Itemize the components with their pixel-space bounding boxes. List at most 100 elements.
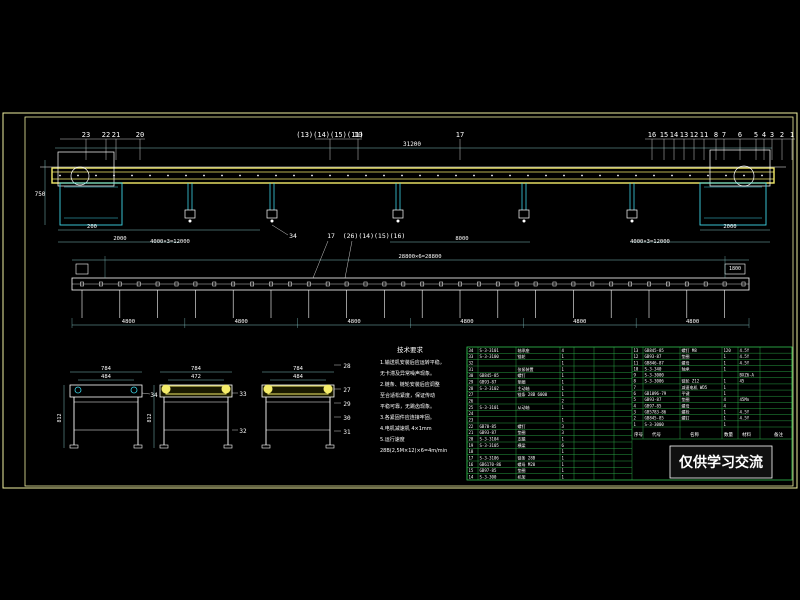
section-foot <box>261 444 271 449</box>
chain-pin <box>473 174 475 177</box>
leg-foot <box>392 209 404 219</box>
chain-pin <box>527 174 529 177</box>
bom-cell: 4 <box>562 348 565 353</box>
chain-pin <box>635 174 637 177</box>
section-inner: 484 <box>293 374 304 380</box>
left-sprocket <box>70 166 90 186</box>
leader-line <box>312 240 329 279</box>
bom-cell: 垫圈 <box>682 353 690 359</box>
callout-30: 30 <box>343 415 351 422</box>
right-end-stand <box>699 182 767 226</box>
bom-cell: 1 <box>724 379 727 384</box>
chain-link-pin <box>401 281 406 287</box>
bom-cell: 25 <box>469 405 474 410</box>
bom-cell: 螺钉 <box>518 423 526 429</box>
note-line: 28B(2,5M×12)×6=4m/min <box>380 448 447 454</box>
right-sprocket <box>733 165 755 187</box>
bom-cell: 链条 28B <box>518 455 536 461</box>
chain-pin <box>149 174 151 177</box>
bom-cell: 4 <box>724 397 727 402</box>
bom-cell: 16 <box>469 462 474 467</box>
bom-cell: 螺母 <box>682 402 690 408</box>
bom-cell: GB97-85 <box>480 468 497 473</box>
bom-cell: 减速电机 WD5 <box>682 384 708 390</box>
bom-cell: S-3-3101 <box>480 405 500 410</box>
bom-cell: 1 <box>724 416 727 421</box>
section-foot <box>133 444 143 449</box>
leader-label-17: 17 <box>456 131 464 139</box>
chain-pin <box>725 174 727 177</box>
bom-cell: 轴承座 <box>518 347 530 353</box>
bom-cell: 1 <box>562 367 565 372</box>
bom-cell: 垫圈 <box>682 396 690 402</box>
bom-cell: 1 <box>562 418 565 423</box>
bom-cell: 链条 28B 6000 <box>518 391 548 397</box>
leader-label-22: 22 <box>102 131 110 139</box>
chain-link-pin <box>420 281 425 287</box>
note-line: 1.输送机安装后应运转平稳， <box>380 359 445 366</box>
chain-pin <box>707 174 709 177</box>
bom-cell: 1 <box>562 475 565 480</box>
bom-cell: 螺母 M20 <box>518 461 536 467</box>
chain-link-pin <box>439 281 443 287</box>
bom-cell: 1 <box>634 422 637 427</box>
bom-cell: 31 <box>469 367 474 372</box>
roller <box>221 384 231 394</box>
bom-cell: S-3-3000 <box>645 422 665 427</box>
bom-cell: 45 <box>740 379 745 384</box>
chain-link-pin <box>722 281 727 287</box>
callout-group: (26)(14)(15)(16) <box>343 232 406 240</box>
chain-link-pin <box>458 281 462 287</box>
bom-cell: 13 <box>634 348 639 353</box>
bom-cell: 1 <box>562 449 565 454</box>
bom-cell: 15 <box>469 468 474 473</box>
bom-cell: 9 <box>634 373 637 378</box>
chain-link-pin <box>741 281 746 287</box>
roller <box>323 384 333 394</box>
chain-link-pin <box>250 281 254 287</box>
bom-cell: 22 <box>469 424 474 429</box>
bom-cell: 螺栓 <box>682 408 690 414</box>
chain-link-pin <box>99 281 103 287</box>
chain-link-pin <box>533 281 538 287</box>
chain-pin <box>491 174 493 177</box>
chain-link-pin <box>666 281 670 287</box>
bom-cell: S-3-3102 <box>480 386 500 391</box>
leader-label-14: 14 <box>670 131 678 139</box>
end-dimension: 1800 <box>729 266 741 272</box>
chain-link-pin <box>571 281 576 287</box>
outer-frame <box>2 112 798 489</box>
bom-cell: 18 <box>469 449 474 454</box>
leader-line <box>141 392 151 395</box>
inner-frame <box>24 116 794 487</box>
note-line: 至合适松紧度，保证传动 <box>380 392 435 399</box>
section-foot <box>159 444 169 449</box>
leader-label-5: 5 <box>754 131 758 139</box>
overall-dimension: 31200 <box>403 141 421 148</box>
bom-cell: 8 <box>634 379 637 384</box>
bom-cell: 32 <box>469 361 474 366</box>
chain-pin <box>653 174 655 177</box>
leader-label-23: 23 <box>82 131 90 139</box>
leg-foot <box>184 209 196 219</box>
bom-cell: GB846-87 <box>645 360 665 365</box>
chain-link-pin <box>344 281 349 287</box>
chain-link-pin <box>193 281 198 287</box>
note-line: 4.电机减速机 4×1mm <box>380 425 432 432</box>
section-inner: 472 <box>191 374 201 380</box>
bom-cell: S-3-340 <box>645 366 662 371</box>
note-line: 5.运行速度 <box>380 436 405 443</box>
bom-cell: 垫圈 <box>518 467 526 473</box>
bom-cell: 4.5Y <box>740 354 750 359</box>
bom-cell: 螺钉 M8 <box>682 347 698 353</box>
bom-cell: 支腿 <box>518 436 526 442</box>
bom-cell: 3 <box>562 424 565 429</box>
roller <box>263 384 273 394</box>
leg-foot <box>266 209 278 219</box>
chain-pin <box>671 174 673 177</box>
bom-cell: 10 <box>634 366 639 371</box>
chain-pin <box>257 174 259 177</box>
